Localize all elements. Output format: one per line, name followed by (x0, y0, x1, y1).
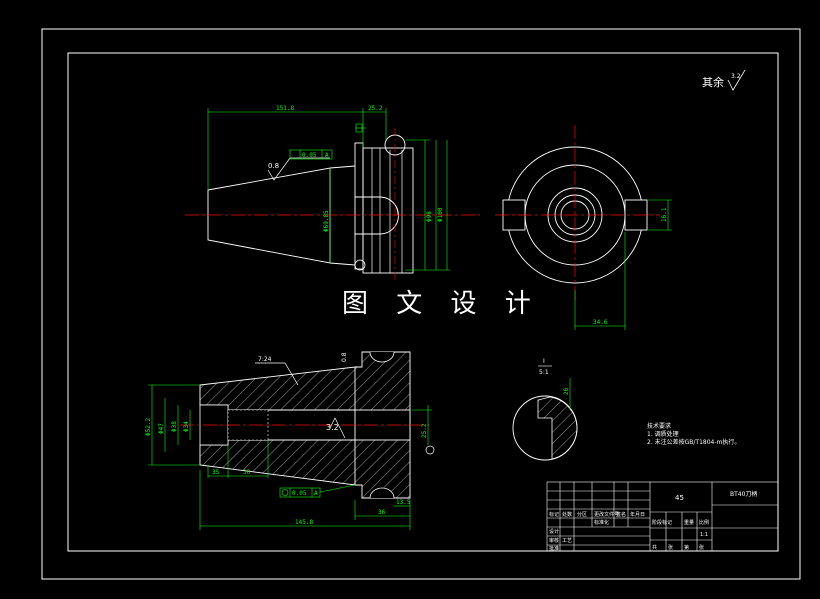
dim-end-bottom: 34.6 (593, 319, 608, 326)
surface-finish-section-top: 0.8 (341, 352, 348, 362)
roughness-note-value: 3.2 (731, 73, 741, 80)
dim-flange-width: 36 (378, 509, 386, 516)
taper-label: 7:24 (258, 356, 272, 363)
material-cell: 45 (675, 494, 684, 502)
section-view: 7:24 0.8 3.2 0.05 A Φ52.2 Φ47 Φ38 Φ34 35… (145, 351, 435, 530)
tolerance-value: 0.05 (302, 152, 317, 159)
tb-cell-15: 张 (668, 544, 673, 551)
title-block-text: 45 BT40刀柄 标记 处数 分区 更改文件号 签名 年月日 设计 标准化 阶… (549, 490, 757, 552)
tb-cell-1: 处数 (562, 511, 572, 518)
dim-bottom-1: 35 (212, 469, 220, 476)
dim-section-right: 25.2 (421, 423, 428, 438)
dim-flange: 25.2 (368, 105, 383, 112)
tb-cell-11: 审核 (549, 537, 559, 544)
tolerance-datum: A (325, 152, 329, 159)
tb-cell-12: 工艺 (562, 538, 572, 544)
tb-cell-9: 重量 (684, 519, 694, 526)
tb-cell-17: 张 (699, 544, 704, 551)
dim-d1: Φ69.85 (323, 210, 330, 232)
tb-cell-18: 1:1 (700, 532, 708, 538)
dim-d2: Φ98 (426, 211, 433, 222)
dim-left-3: Φ38 (171, 421, 178, 432)
tb-cell-2: 分区 (577, 511, 587, 518)
tech-req-line2: 2. 未注公差按GB/T1804-m执行。 (647, 438, 740, 446)
datum-marker-icon (425, 445, 435, 455)
surface-finish-top: 0.8 (268, 162, 279, 170)
section-tolerance-datum: A (314, 490, 318, 497)
surface-finish-center: 3.2 (326, 423, 339, 432)
roughness-note-text: 其余 (702, 75, 724, 89)
tb-cell-0: 标记 (549, 511, 559, 518)
tech-requirements: 技术要求 1. 调质处理 2. 未注公差按GB/T1804-m执行。 (647, 422, 740, 446)
dim-left-1: Φ52.2 (145, 418, 152, 436)
dim-left-4: Φ34 (183, 421, 190, 432)
concentricity-icon (281, 489, 289, 496)
section-tolerance-value: 0.05 (292, 490, 307, 497)
tb-cell-14: 共 (652, 544, 657, 551)
dim-d3: Φ100 (437, 207, 444, 222)
finish-symbol-icon (267, 157, 330, 181)
tolerance-frame (289, 149, 333, 160)
outer-border (41, 28, 801, 580)
detail-label-bottom: 5:1 (539, 369, 549, 376)
tb-cell-13: 批准 (549, 545, 559, 552)
tech-req-line1: 1. 调质处理 (647, 430, 679, 438)
tb-cell-10: 比例 (699, 519, 709, 526)
dim-bottom-2: 30 (243, 469, 251, 476)
roughness-symbol-icon (727, 69, 746, 91)
tb-cell-3: 更改文件号 (594, 511, 619, 518)
dim-length: 151.8 (276, 105, 294, 112)
watermark-text: 图 文 设 计 (342, 289, 541, 319)
side-view: 151.8 25.2 0.8 0.05 A Φ69.85 Φ98 Φ100 (185, 105, 480, 280)
part-name-cell: BT40刀柄 (730, 490, 757, 498)
detail-dim: 26 (563, 387, 570, 395)
dim-end-right: 16.1 (661, 207, 668, 222)
inner-border (67, 52, 779, 552)
detail-view: I 5:1 26 (512, 358, 578, 461)
roughness-note: 其余 3.2 (702, 69, 746, 91)
tb-cell-8: 阶段标记 (652, 519, 672, 526)
dim-left-2: Φ47 (158, 423, 165, 434)
tech-req-title: 技术要求 (647, 422, 671, 430)
dim-small: 13.5 (396, 499, 411, 506)
title-block (546, 481, 779, 552)
tb-cell-6: 设计 (549, 528, 559, 535)
tb-cell-5: 年月日 (630, 511, 645, 518)
tb-cell-16: 第 (684, 544, 689, 551)
end-view: 16.1 34.6 (495, 125, 672, 330)
dim-total: 145.8 (295, 519, 313, 526)
tb-cell-7: 标准化 (594, 519, 609, 526)
detail-label-top: I (543, 358, 545, 365)
tb-cell-4: 签名 (616, 511, 626, 518)
